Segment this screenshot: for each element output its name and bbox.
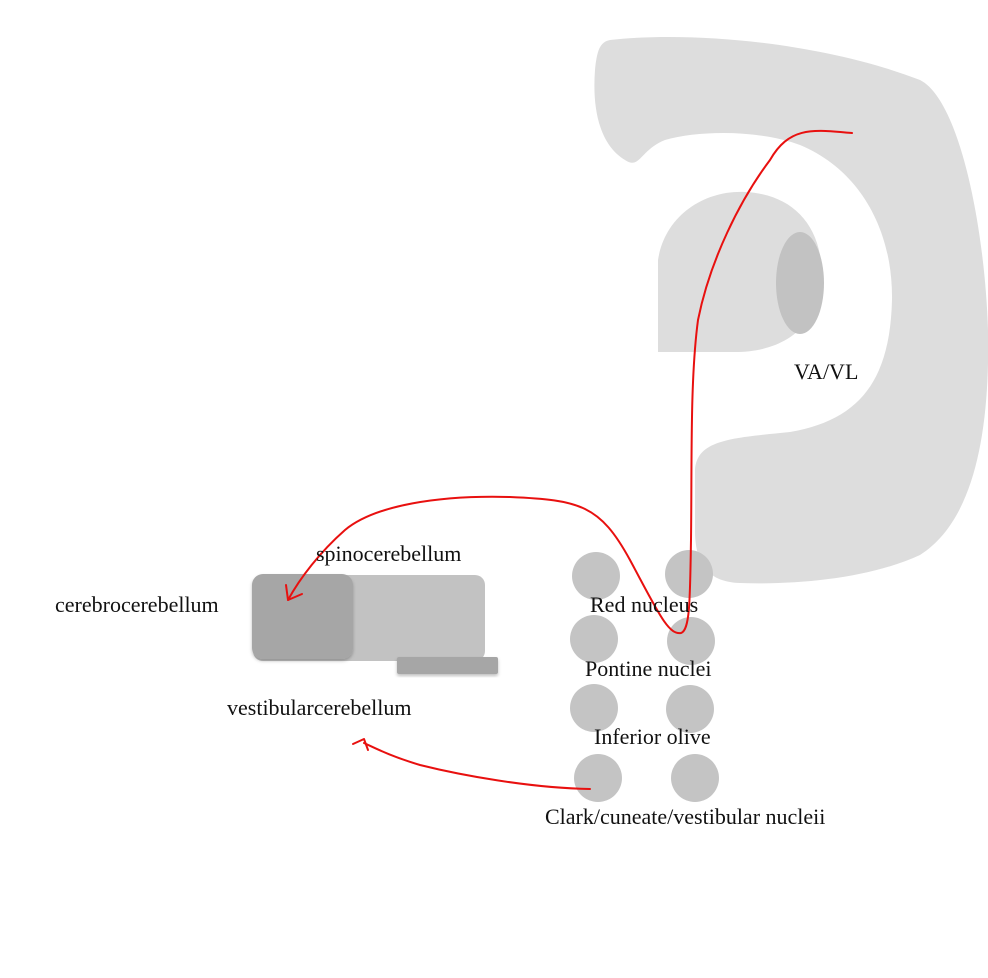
pathway-arrows bbox=[285, 129, 853, 790]
vestibularcerebellum-arrowhead bbox=[352, 738, 369, 751]
vestibularcerebellum-label: vestibularcerebellum bbox=[227, 695, 412, 720]
va-vl-nucleus bbox=[776, 232, 824, 334]
vestibularcerebellum-block bbox=[397, 657, 498, 674]
cerebrocerebellum-arrowhead bbox=[285, 584, 303, 601]
inferior-olive-label: Inferior olive bbox=[594, 724, 711, 749]
pontine-nuclei-label: Pontine nuclei bbox=[585, 656, 712, 681]
clark-nucleus-left bbox=[574, 754, 622, 802]
spinocerebellar-pathway bbox=[363, 742, 591, 790]
clark-nuclei-label: Clark/cuneate/vestibular nucleii bbox=[545, 804, 826, 829]
inferior-olive-right bbox=[666, 685, 714, 733]
pontine-nucleus-left bbox=[570, 615, 618, 663]
cerebrocerebellum-block bbox=[252, 574, 353, 659]
va-vl-label: VA/VL bbox=[794, 359, 859, 384]
cerebrocerebellum-label: cerebrocerebellum bbox=[55, 592, 219, 617]
red-nucleus-right bbox=[665, 550, 713, 598]
spinocerebellum-label: spinocerebellum bbox=[316, 541, 462, 566]
cortico-ponto-cerebellar-pathway bbox=[287, 129, 853, 635]
cortex-shape bbox=[594, 36, 988, 584]
pontine-nucleus-right bbox=[667, 617, 715, 665]
inferior-olive-left bbox=[570, 684, 618, 732]
brainstem-nuclei bbox=[570, 550, 719, 802]
red-nucleus-left bbox=[572, 552, 620, 600]
red-nucleus-label: Red nucleus bbox=[590, 592, 699, 617]
clark-nucleus-right bbox=[671, 754, 719, 802]
